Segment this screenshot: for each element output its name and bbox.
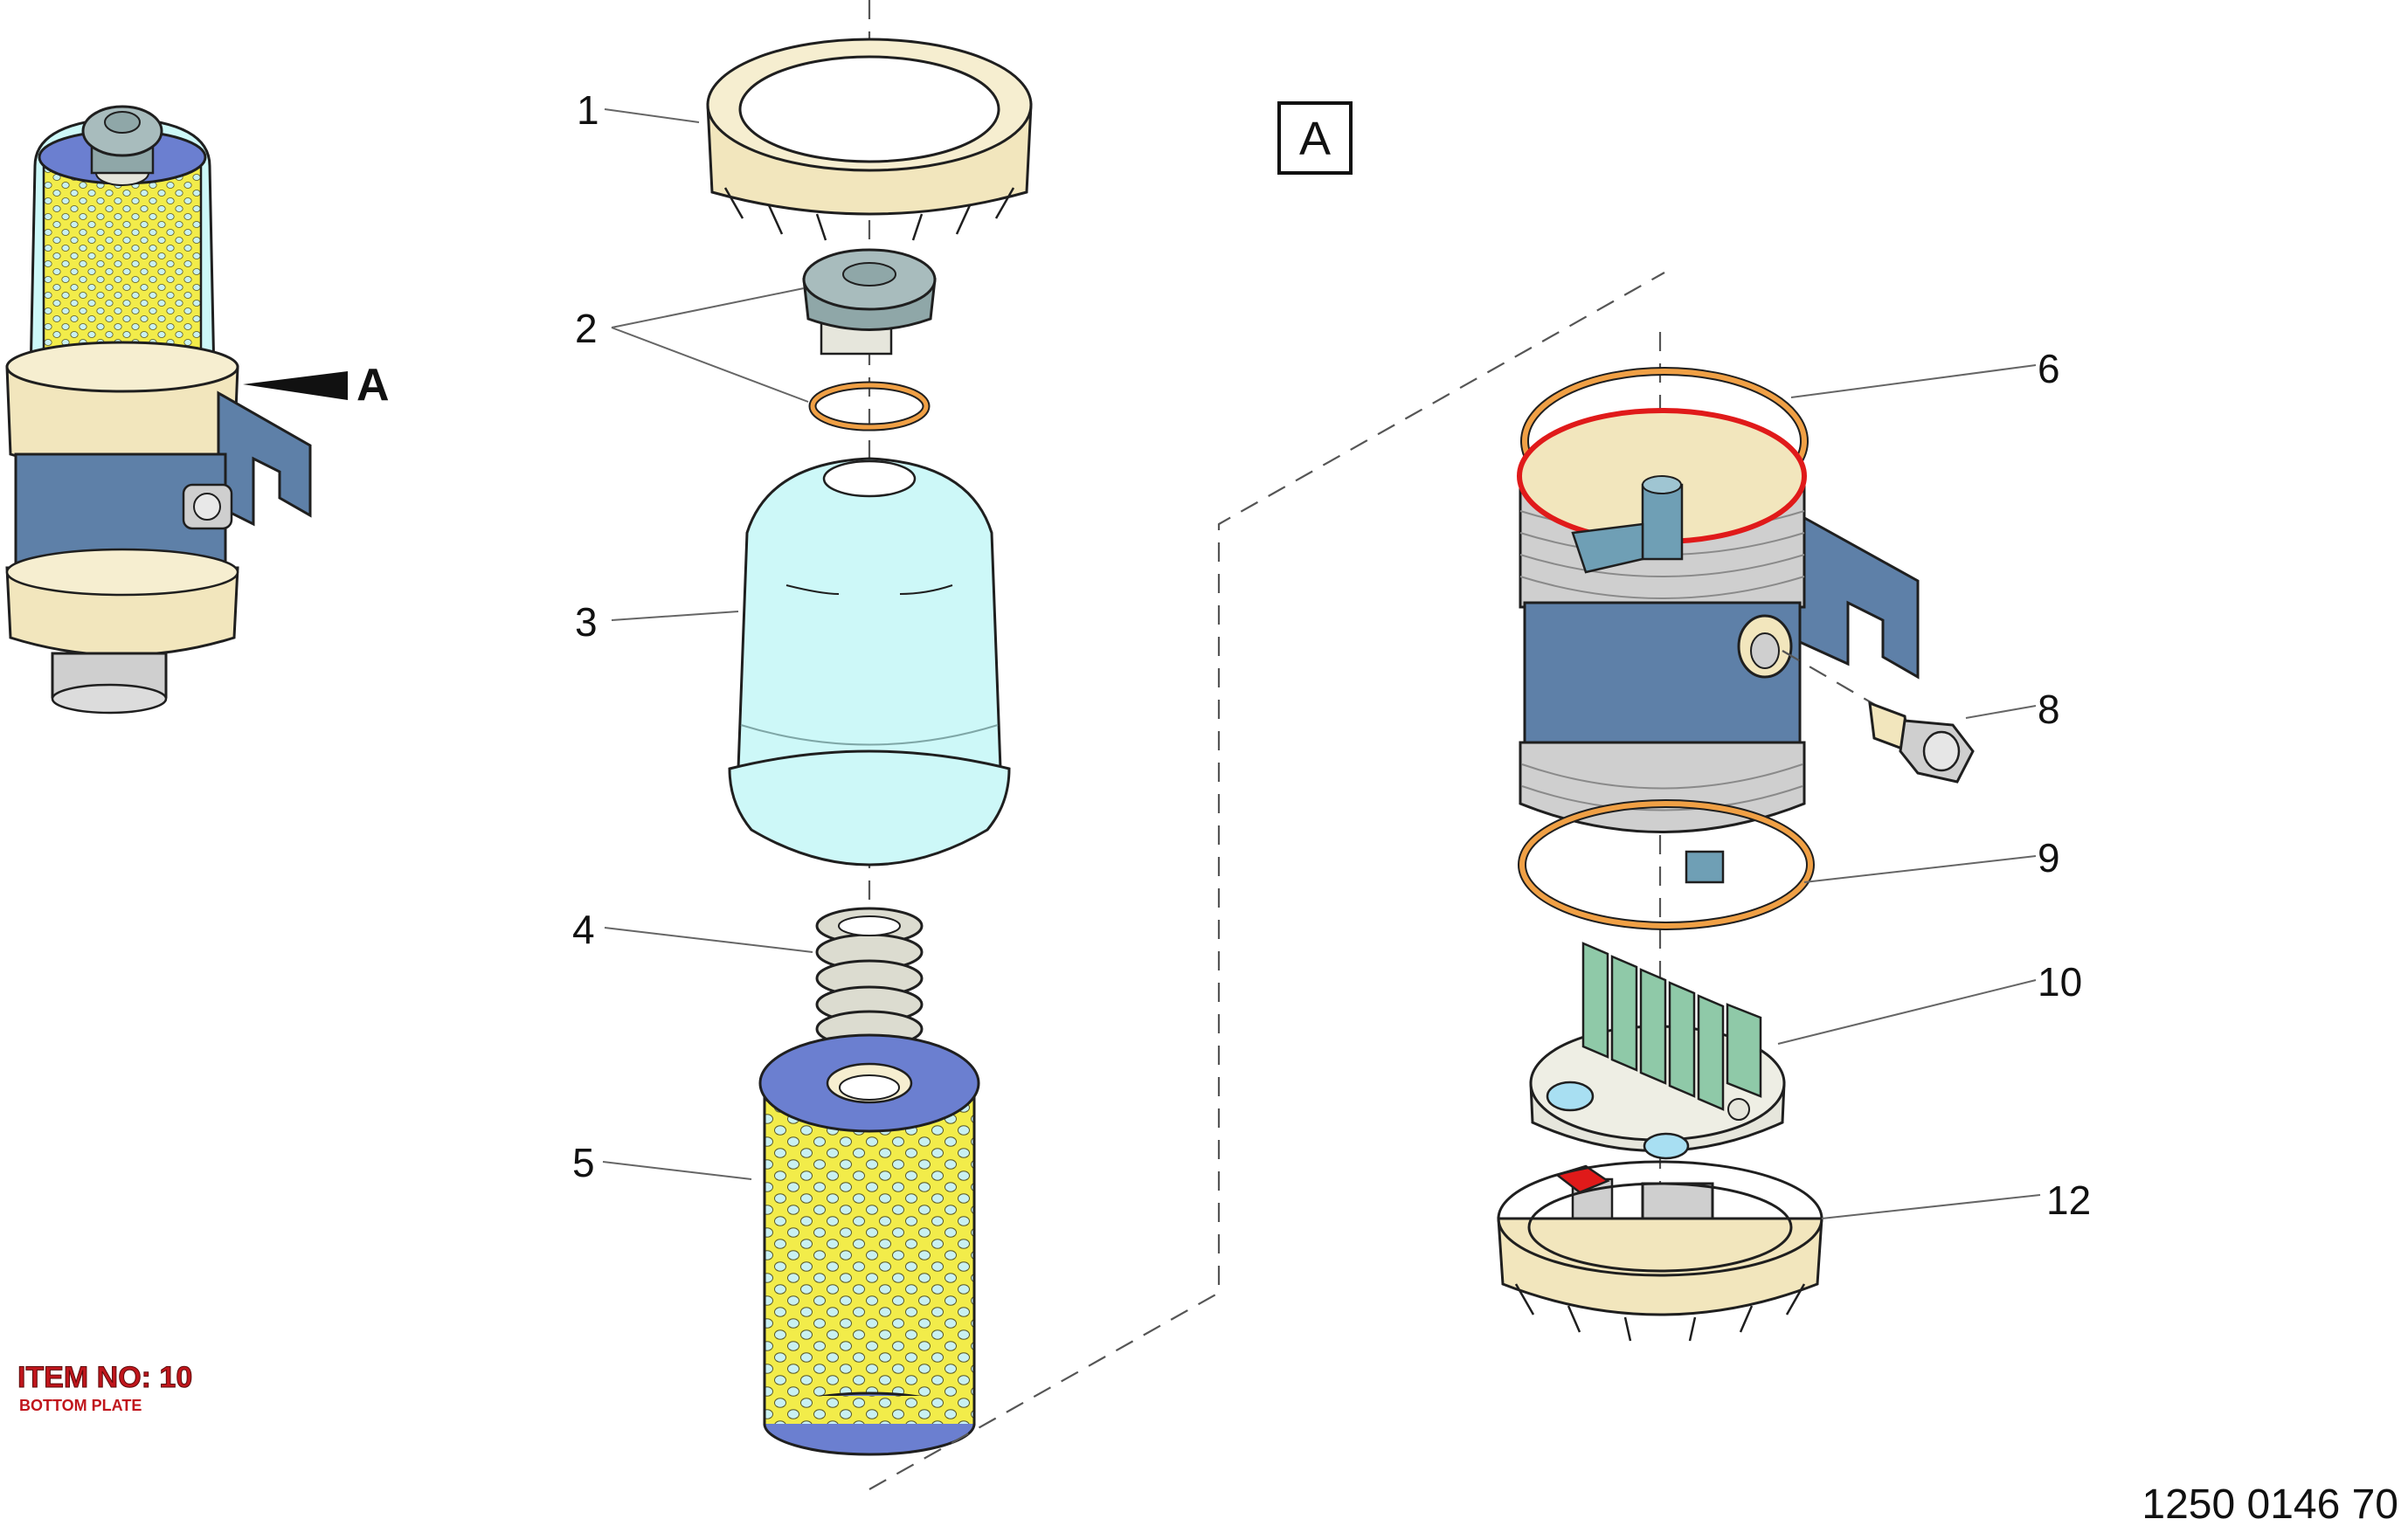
label-part-5: 5	[572, 1140, 595, 1185]
part-1-ring-nut	[706, 38, 1033, 241]
assembled-filter-view	[5, 105, 348, 715]
view-tag-label: A	[1299, 113, 1331, 165]
callout-arrow-icon	[243, 371, 348, 400]
part-9-oring	[1519, 801, 1813, 929]
item-number: ITEM NO: 10	[17, 1361, 192, 1394]
label-part-6: 6	[2038, 346, 2060, 391]
part-3-bowl	[728, 457, 1011, 867]
part-10-bottom-plate	[1529, 942, 1786, 1254]
label-part-12: 12	[2046, 1177, 2091, 1223]
item-description: BOTTOM PLATE	[19, 1397, 142, 1414]
callout-letter: A	[356, 360, 390, 411]
label-part-3: 3	[575, 599, 598, 645]
label-part-10: 10	[2038, 959, 2082, 1005]
leader-lines	[602, 108, 2041, 1219]
label-part-1: 1	[577, 87, 599, 133]
view-tag: A	[1277, 101, 1353, 175]
label-part-4: 4	[572, 907, 595, 952]
label-part-8: 8	[2038, 687, 2060, 732]
part-8-plug	[1782, 650, 1975, 784]
part-2-knob-and-oring	[802, 248, 937, 432]
label-part-9: 9	[2038, 835, 2060, 880]
label-part-2: 2	[575, 306, 598, 351]
drawing-number: 1250 0146 70	[2142, 1481, 2398, 1528]
part-5-filter-element	[758, 1033, 980, 1456]
view-a-outline	[868, 272, 1665, 1490]
part-4-spring	[815, 907, 924, 1048]
